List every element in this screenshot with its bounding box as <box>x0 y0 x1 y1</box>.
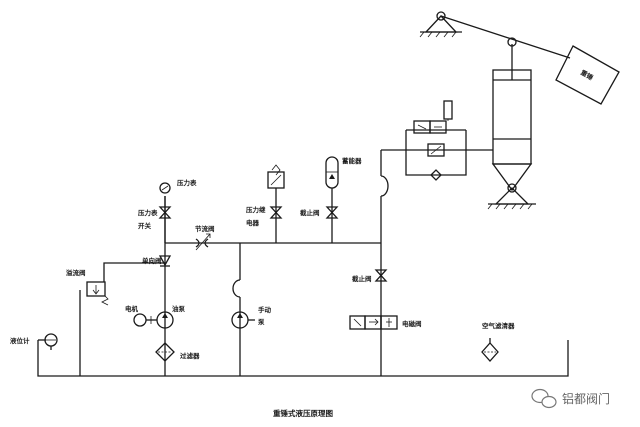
label-stop-valve-upper: 截止阀 <box>300 208 320 217</box>
counterweight <box>555 45 620 105</box>
wechat-icon <box>531 388 557 409</box>
label-filter: 过滤器 <box>180 351 200 360</box>
accumulator-stop-valve <box>325 206 339 219</box>
watermark-text: 铝都阀门 <box>562 391 610 406</box>
label-air-filter: 空气滤清器 <box>482 321 515 330</box>
gauge-switch-valve <box>158 206 172 219</box>
accumulator <box>325 156 339 189</box>
label-solenoid-valve: 电磁阀 <box>402 319 422 328</box>
label-gauge-switch-line2: 开关 <box>138 221 152 230</box>
label-gauge-switch-line1: 压力表 <box>138 208 158 217</box>
line-crossing-hop <box>232 279 241 298</box>
diagram-title: 重锤式液压原理图 <box>273 408 333 418</box>
control-valve-block <box>405 100 467 181</box>
label-accumulator: 蓄能器 <box>342 156 362 165</box>
label-hand-pump-line1: 手动 <box>258 305 272 314</box>
lever-arm <box>419 11 571 59</box>
label-pressure-relay-line2: 电器 <box>246 218 260 227</box>
motor <box>133 313 157 327</box>
label-stop-valve-lower: 截止阀 <box>352 274 372 283</box>
hydraulic-cylinder <box>487 44 536 210</box>
label-level-gauge: 液位计 <box>10 336 30 345</box>
label-throttle-valve: 节流阀 <box>195 224 215 233</box>
relief-valve <box>86 281 109 306</box>
line-crossing-hop <box>380 175 389 197</box>
label-motor: 电机 <box>125 304 139 313</box>
label-hand-pump-line2: 泵 <box>257 317 265 326</box>
filter <box>155 342 175 362</box>
solenoid-valve <box>349 315 398 330</box>
pressure-relay <box>267 164 285 200</box>
pressure-gauge <box>159 182 171 194</box>
lower-stop-valve <box>374 269 388 282</box>
label-oil-pump: 油泵 <box>172 304 186 313</box>
label-relief-valve: 溢流阀 <box>66 268 86 277</box>
label-pressure-gauge: 压力表 <box>177 178 197 187</box>
air-filter <box>481 338 499 362</box>
throttle-valve <box>195 233 211 251</box>
relay-stop-valve <box>269 206 283 219</box>
label-check-valve: 单向阀 <box>142 256 162 265</box>
hand-pump <box>231 311 255 329</box>
watermark: 铝都阀门 <box>531 388 610 409</box>
check-valve <box>158 255 172 267</box>
oil-tank <box>37 340 569 377</box>
label-pressure-relay-line1: 压力继 <box>246 205 266 214</box>
level-gauge <box>38 333 58 350</box>
label-counterweight: 重锤 <box>579 68 595 83</box>
pipelines <box>79 149 493 376</box>
